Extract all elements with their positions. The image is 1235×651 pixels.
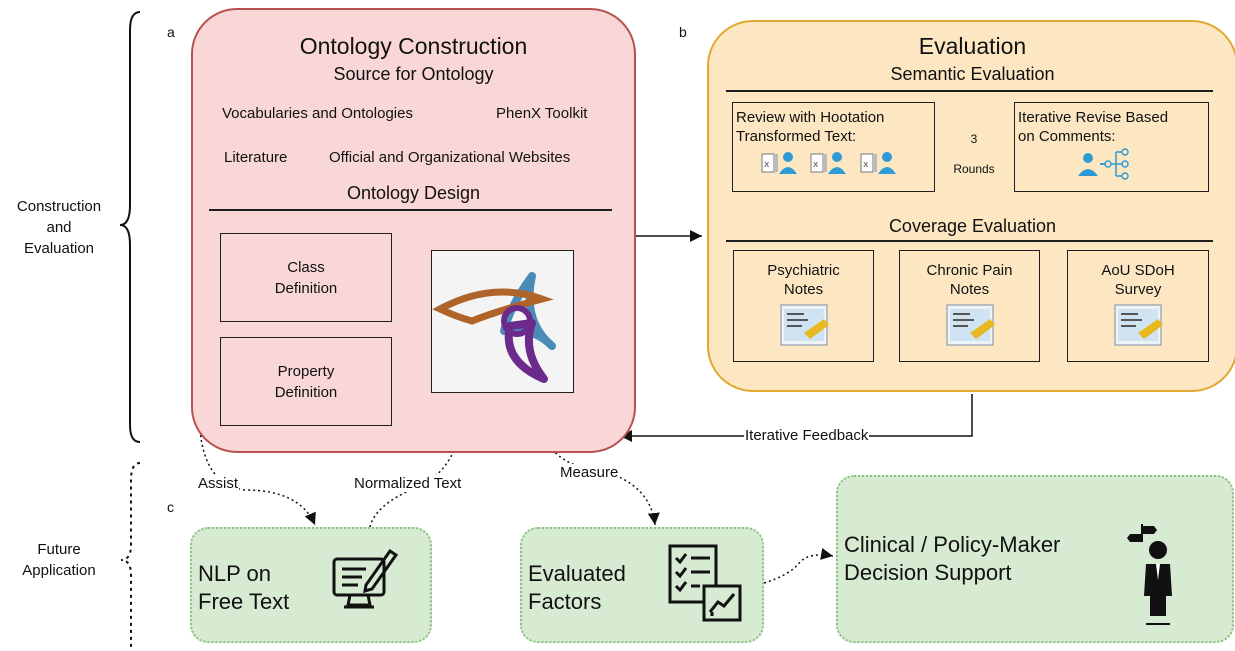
- notes-document-icon: [780, 304, 829, 346]
- excel-file-icon: x: [810, 153, 827, 173]
- nlp-box: [190, 527, 432, 643]
- source-literature: Literature: [224, 149, 288, 166]
- review-icons: x x x: [761, 152, 896, 174]
- semantic-divider: [726, 90, 1213, 92]
- panel-letter-c: c: [167, 499, 174, 515]
- semantic-heading: Semantic Evaluation: [890, 64, 1055, 84]
- measure-label: Measure: [559, 464, 620, 481]
- assist-label: Assist: [197, 475, 240, 492]
- coverage-chronic-pain-notes: Chronic Pain Notes: [899, 250, 1040, 362]
- panel-letter-a: a: [167, 24, 175, 40]
- source-phenx: PhenX Toolkit: [496, 105, 588, 122]
- evaluation-title: Evaluation: [918, 33, 1027, 59]
- computer-pen-icon: [332, 548, 399, 609]
- panel-letter-b: b: [679, 24, 687, 40]
- coverage-heading: Coverage Evaluation: [888, 216, 1057, 236]
- review-box: Review with Hootation Transformed Text: …: [732, 102, 935, 192]
- coverage-aou-sdoh-survey: AoU SDoH Survey: [1067, 250, 1209, 362]
- brace-construction: [119, 11, 141, 443]
- coverage-divider: [726, 240, 1213, 242]
- svg-text:x: x: [863, 160, 869, 170]
- design-heading: Ontology Design: [346, 183, 481, 203]
- person-icon: [878, 152, 896, 174]
- source-websites: Official and Organizational Websites: [329, 149, 571, 166]
- ontology-title: Ontology Construction: [299, 33, 528, 59]
- person-icon: [828, 152, 846, 174]
- source-vocabularies: Vocabularies and Ontologies: [222, 105, 413, 122]
- decision-maker-icon: [1127, 524, 1172, 625]
- ontology-logo: [431, 250, 574, 393]
- revise-box: Iterative Revise Based on Comments:: [1014, 102, 1209, 192]
- design-divider: [209, 209, 612, 211]
- svg-text:x: x: [813, 160, 819, 170]
- arrow-assist: [199, 429, 316, 526]
- checklist-chart-icon: [668, 544, 742, 622]
- tree-structure-icon: [1078, 148, 1129, 180]
- excel-file-icon: x: [860, 153, 877, 173]
- brace-future: [120, 462, 141, 650]
- svg-text:x: x: [764, 160, 770, 170]
- excel-file-icon: x: [761, 153, 778, 173]
- arrow-factors-to-decision: [763, 548, 834, 584]
- iterative-feedback-label: Iterative Feedback: [744, 427, 870, 444]
- source-heading: Source for Ontology: [333, 64, 494, 84]
- notes-document-icon: [946, 304, 995, 346]
- decision-box: [836, 475, 1234, 643]
- normalized-text-label: Normalized Text: [353, 475, 463, 492]
- rounds-label: 3 Rounds: [953, 132, 995, 176]
- notes-document-icon: [1114, 304, 1163, 346]
- coverage-psychiatric-notes: Psychiatric Notes: [733, 250, 874, 362]
- person-icon: [779, 152, 797, 174]
- arrow-iterative-feedback: [620, 394, 973, 442]
